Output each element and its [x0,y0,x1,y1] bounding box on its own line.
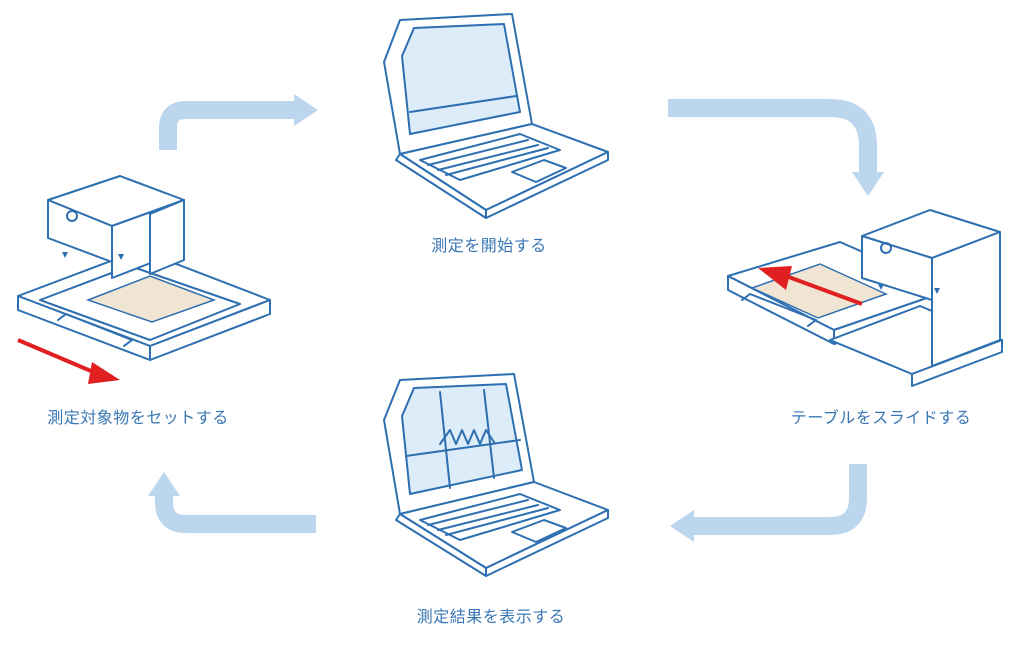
measuring-machine-left-icon [17,175,271,384]
step-label-set-object: 測定対象物をセットする [47,408,229,427]
flow-arrow-top-left [159,94,318,150]
step-label-show-results: 測定結果を表示する [416,607,566,626]
step-label-slide-table: テーブルをスライドする [790,408,972,427]
laptop-results-icon [383,373,609,577]
laptop-start-icon [383,13,609,219]
flow-arrow-bottom-right [670,464,867,542]
step-label-start-measure: 測定を開始する [431,236,547,255]
flow-arrow-bottom-left [148,472,316,533]
flow-arrow-top-right [668,99,884,196]
measuring-machine-right-icon [727,209,1003,387]
